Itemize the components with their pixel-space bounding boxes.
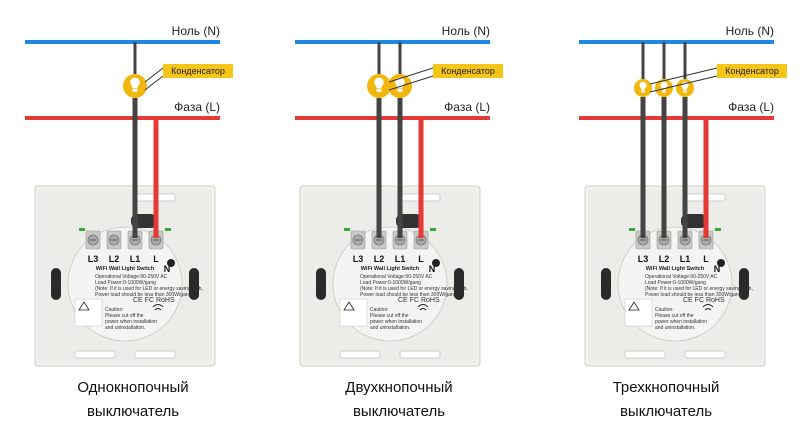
caution-line-1: Please cut off the <box>655 313 694 319</box>
terminal-label-l2: L2 <box>659 254 670 264</box>
neutral-label: Ноль (N) <box>726 24 774 38</box>
terminal-label-l: L <box>703 254 709 264</box>
caution-line-2: power when installation <box>370 319 422 325</box>
caution-title: Caution: <box>655 307 674 313</box>
terminal-label-l3: L3 <box>353 254 364 264</box>
module-note-2: Power load should be less than 300W/gang… <box>645 292 743 298</box>
module-name: WiFi Wall Light Switch <box>361 266 420 272</box>
phase-label: Фаза (L) <box>444 100 490 114</box>
neutral-label: Ноль (N) <box>442 24 490 38</box>
certification-marks: CE FC RoHS <box>398 297 440 304</box>
caption-line-2: выключатель <box>619 403 713 420</box>
module-note-2: Power load should be less than 300W/gang… <box>360 292 458 298</box>
capacitor-badge <box>717 64 787 78</box>
terminal-label-l3: L3 <box>88 254 99 264</box>
caution-title: Caution: <box>105 307 124 313</box>
module-note-1: (Note: If it is used for LED or energy s… <box>645 286 753 292</box>
capacitor-badge <box>163 64 233 78</box>
caption-line-1: Двухкнопочный <box>345 379 453 396</box>
caution-line-2: power when installation <box>105 319 157 325</box>
terminal-label-l2: L2 <box>109 254 120 264</box>
module-voltage: Operational Voltage:90-250V AC <box>360 274 433 280</box>
terminal-screw <box>350 230 366 250</box>
panel-1: Ноль (N) Фаза (L) L3 L2 L1 LN WiFi Wall Light … <box>25 24 233 367</box>
module-name: WiFi Wall Light Switch <box>96 266 155 272</box>
module-load: Load Power:0-1000W/gang <box>360 280 421 286</box>
module-load: Load Power:0-1000W/gang <box>645 280 706 286</box>
capacitor-label: Конденсатор <box>441 66 495 76</box>
caption-line-2: выключатель <box>352 403 446 420</box>
capacitor-leader-1 <box>388 67 434 83</box>
module-note-2: Power load should be less than 300W/gang… <box>95 292 193 298</box>
caption-panel-1: Однокнопочный выключатель <box>0 376 266 424</box>
caption-line-1: Трехкнопочный <box>612 379 720 396</box>
capacitor-badge <box>433 64 503 78</box>
capacitor-leader-2 <box>388 75 434 91</box>
bulb-glyph <box>130 77 140 92</box>
caution-title: Caution: <box>370 307 389 313</box>
caution-line-3: and uninstallation. <box>370 325 410 331</box>
caution-line-1: Please cut off the <box>105 313 144 319</box>
phase-label: Фаза (L) <box>174 100 220 114</box>
panel-3: Ноль (N) Фаза (L) L3 L2 L1 LN WiFi Wall Light … <box>579 24 787 367</box>
panel-2: Ноль (N) Фаза (L) L3 L2 L1 LN WiFi Wall Light … <box>295 24 503 367</box>
module-name: WiFi Wall Light Switch <box>646 266 705 272</box>
bulb-glyph <box>639 81 647 93</box>
caution-line-3: and uninstallation. <box>105 325 145 331</box>
caution-line-2: power when installation <box>655 319 707 325</box>
capacitor-label: Конденсатор <box>725 66 779 76</box>
capacitor-leader-2 <box>649 75 718 93</box>
caption-panel-2: Двухкнопочный выключатель <box>266 376 532 424</box>
caution-line-3: and uninstallation. <box>655 325 695 331</box>
caption-line-1: Однокнопочный <box>77 379 189 396</box>
capacitor-leader-1 <box>649 67 718 85</box>
capacitor-leader-1 <box>144 67 164 83</box>
caption-panel-3: Трехкнопочный выключатель <box>533 376 799 424</box>
module-voltage: Operational Voltage:90-250V AC <box>95 274 168 280</box>
module-note-1: (Note: If it is used for LED or energy s… <box>95 286 203 292</box>
capacitor-leader-2 <box>144 75 164 91</box>
phase-label: Фаза (L) <box>728 100 774 114</box>
terminal-screw <box>85 230 101 250</box>
terminal-label-l1: L1 <box>130 254 141 264</box>
terminal-label-n: N <box>714 264 721 274</box>
terminal-label-l2: L2 <box>374 254 385 264</box>
terminal-label-l: L <box>418 254 424 264</box>
capacitor-label: Конденсатор <box>171 66 225 76</box>
terminal-label-l3: L3 <box>638 254 649 264</box>
terminal-screw <box>106 230 122 250</box>
terminal-label-n: N <box>429 264 436 274</box>
certification-marks: CE FC RoHS <box>133 297 175 304</box>
certification-marks: CE FC RoHS <box>683 297 725 304</box>
bulb-glyph <box>374 77 384 92</box>
terminal-label-n: N <box>164 264 171 274</box>
module-note-1: (Note: If it is used for LED or energy s… <box>360 286 468 292</box>
module-voltage: Operational Voltage:90-250V AC <box>645 274 718 280</box>
caution-line-1: Please cut off the <box>370 313 409 319</box>
module-load: Load Power:0-1000W/gang <box>95 280 156 286</box>
terminal-label-l1: L1 <box>680 254 691 264</box>
neutral-label: Ноль (N) <box>172 24 220 38</box>
caption-line-2: выключатель <box>86 403 180 420</box>
terminal-label-l1: L1 <box>395 254 406 264</box>
terminal-label-l: L <box>153 254 159 264</box>
